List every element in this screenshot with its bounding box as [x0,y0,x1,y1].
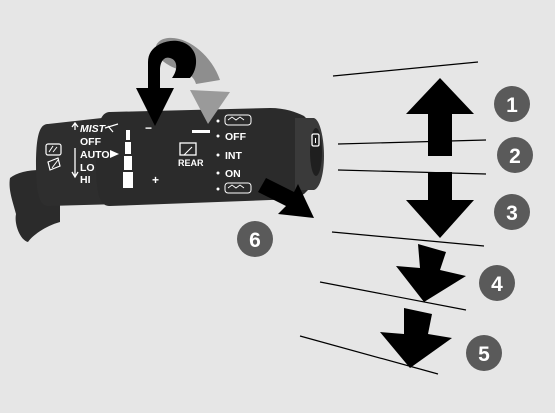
callout-badge-5: 5 [466,335,502,371]
callout-number: 3 [506,202,518,225]
lever-body [96,108,310,206]
callout-badge-1: 1 [494,86,530,122]
rear-top-washer-icon [224,114,252,126]
rear-wiper-icon [179,142,197,156]
callout-badge-2: 2 [497,137,533,173]
rear-bottom-washer-icon [224,182,252,194]
callout-badge-4: 4 [479,265,515,301]
mist-up-icon [71,121,79,130]
down-arrow-1-icon [406,172,474,238]
front-lo-label: LO [80,162,95,174]
sensitivity-bars [123,130,133,188]
callout-badge-6: 6 [237,221,273,257]
callout-number: 2 [509,145,521,168]
rotate-arrow-icon [136,37,230,126]
rear-on-label: ON [225,168,241,180]
rear-int-label: INT [225,150,243,162]
front-wiper-icon [47,157,61,171]
down-arrow-icon [71,148,79,179]
front-washer-icon [45,143,62,156]
rear-off-label: OFF [225,131,247,143]
auto-pointer-icon [110,150,119,158]
rear-detent-dots [216,119,220,191]
rear-label: REAR [178,158,204,168]
mist-wiper-icon [104,123,119,133]
sensitivity-minus: − [145,121,152,135]
callout-number: 5 [478,343,490,366]
rear-washer-icon [311,133,320,147]
callout-number: 4 [491,273,503,296]
front-off-label: OFF [80,136,102,148]
callout-lines [299,61,487,375]
callout-number: 1 [506,94,518,117]
down-arrow-2-icon [396,244,466,302]
rear-off-pointer [192,130,210,133]
pull-arrow-icon [258,178,314,218]
front-mist-label: MIST [80,123,107,135]
sensitivity-plus: + [152,173,159,187]
callout-badge-3: 3 [494,194,530,230]
down-arrow-3-icon [380,308,452,368]
front-auto-label: AUTO [80,149,110,161]
up-arrow-icon [406,78,474,156]
front-hi-label: HI [80,174,91,186]
callout-number: 6 [249,229,261,252]
